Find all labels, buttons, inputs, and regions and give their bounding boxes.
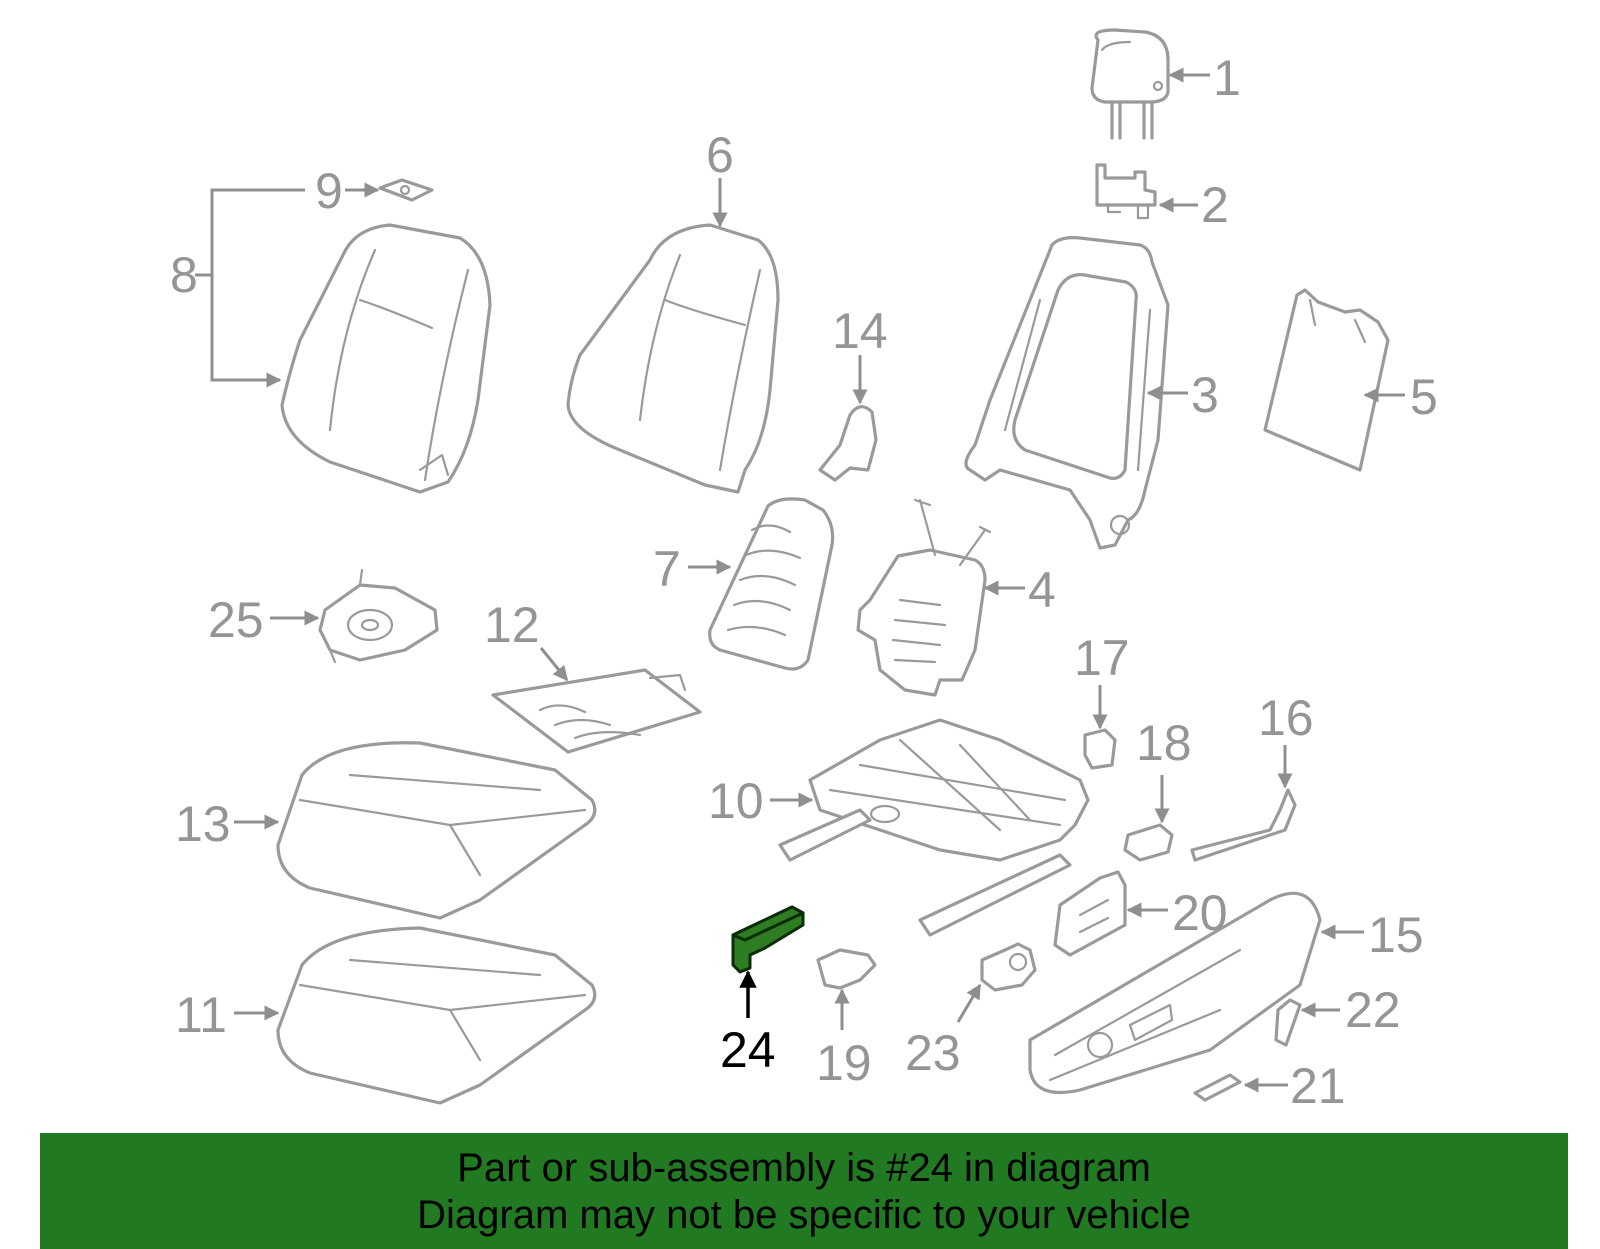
part-14-bracket[interactable] bbox=[818, 405, 878, 482]
part-20-switch[interactable] bbox=[1053, 870, 1127, 957]
callout-9[interactable]: 9 bbox=[315, 163, 343, 219]
callout-7[interactable]: 7 bbox=[653, 541, 681, 597]
callout-16[interactable]: 16 bbox=[1258, 690, 1314, 746]
part-7-spring-pad[interactable] bbox=[708, 497, 835, 671]
callout-13[interactable]: 13 bbox=[175, 796, 231, 852]
callout-10[interactable]: 10 bbox=[708, 773, 764, 829]
part-10-seat-frame[interactable] bbox=[778, 718, 1090, 937]
callout-14[interactable]: 14 bbox=[832, 303, 888, 359]
banner-line-2: Diagram may not be specific to your vehi… bbox=[417, 1193, 1191, 1237]
part-4-lumbar[interactable] bbox=[856, 498, 992, 697]
part-21-button[interactable] bbox=[1193, 1073, 1242, 1102]
part-1-headrest[interactable] bbox=[1090, 28, 1170, 140]
part-19-bracket[interactable] bbox=[816, 948, 877, 990]
callout-12[interactable]: 12 bbox=[484, 597, 540, 653]
part-18-cover[interactable] bbox=[1123, 823, 1174, 862]
part-16-rod[interactable] bbox=[1190, 788, 1297, 862]
part-13-cushion-cover[interactable] bbox=[276, 741, 597, 920]
callout-22[interactable]: 22 bbox=[1345, 982, 1401, 1038]
part-9-clip[interactable] bbox=[378, 178, 434, 202]
callout-23[interactable]: 23 bbox=[905, 1025, 961, 1081]
callout-20[interactable]: 20 bbox=[1172, 885, 1228, 941]
part-2-headrest-guide[interactable] bbox=[1095, 163, 1157, 220]
part-23-connector[interactable] bbox=[980, 942, 1037, 992]
callout-19[interactable]: 19 bbox=[816, 1035, 872, 1091]
callout-25[interactable]: 25 bbox=[208, 592, 264, 648]
part-17-clip[interactable] bbox=[1083, 728, 1117, 770]
part-3-seat-back-frame[interactable] bbox=[964, 236, 1170, 550]
callout-17[interactable]: 17 bbox=[1074, 630, 1130, 686]
callout-11[interactable]: 11 bbox=[175, 987, 227, 1043]
callout-6[interactable]: 6 bbox=[706, 127, 734, 183]
leader-lines bbox=[195, 67, 1405, 1093]
part-8-seat-back-assembly[interactable] bbox=[280, 223, 492, 494]
part-15-side-shield[interactable] bbox=[1028, 891, 1322, 1095]
callout-8[interactable]: 8 bbox=[170, 247, 198, 303]
callout-4[interactable]: 4 bbox=[1028, 562, 1056, 618]
part-12-heater[interactable] bbox=[491, 668, 702, 754]
callout-2[interactable]: 2 bbox=[1201, 177, 1229, 233]
callout-labels: 1 2 3 4 5 6 7 8 9 10 11 12 13 14 15 16 1… bbox=[170, 50, 1438, 1114]
part-22-knob[interactable] bbox=[1274, 998, 1302, 1047]
callout-5[interactable]: 5 bbox=[1410, 369, 1438, 425]
part-6-back-trim-cover[interactable] bbox=[566, 223, 780, 494]
callout-21[interactable]: 21 bbox=[1290, 1058, 1346, 1114]
callout-3[interactable]: 3 bbox=[1191, 367, 1219, 423]
part-11-seat-cushion[interactable] bbox=[276, 926, 597, 1105]
part-5-back-panel[interactable] bbox=[1263, 288, 1390, 472]
part-24-highlighted[interactable] bbox=[731, 905, 805, 974]
banner-line-1: Part or sub-assembly is #24 in diagram bbox=[457, 1146, 1151, 1190]
callout-24[interactable]: 24 bbox=[720, 1022, 776, 1078]
info-banner: Part or sub-assembly is #24 in diagram D… bbox=[40, 1133, 1568, 1249]
callout-15[interactable]: 15 bbox=[1368, 907, 1424, 963]
callout-18[interactable]: 18 bbox=[1136, 715, 1192, 771]
callout-1[interactable]: 1 bbox=[1213, 50, 1241, 106]
part-25-speaker[interactable] bbox=[318, 568, 439, 664]
